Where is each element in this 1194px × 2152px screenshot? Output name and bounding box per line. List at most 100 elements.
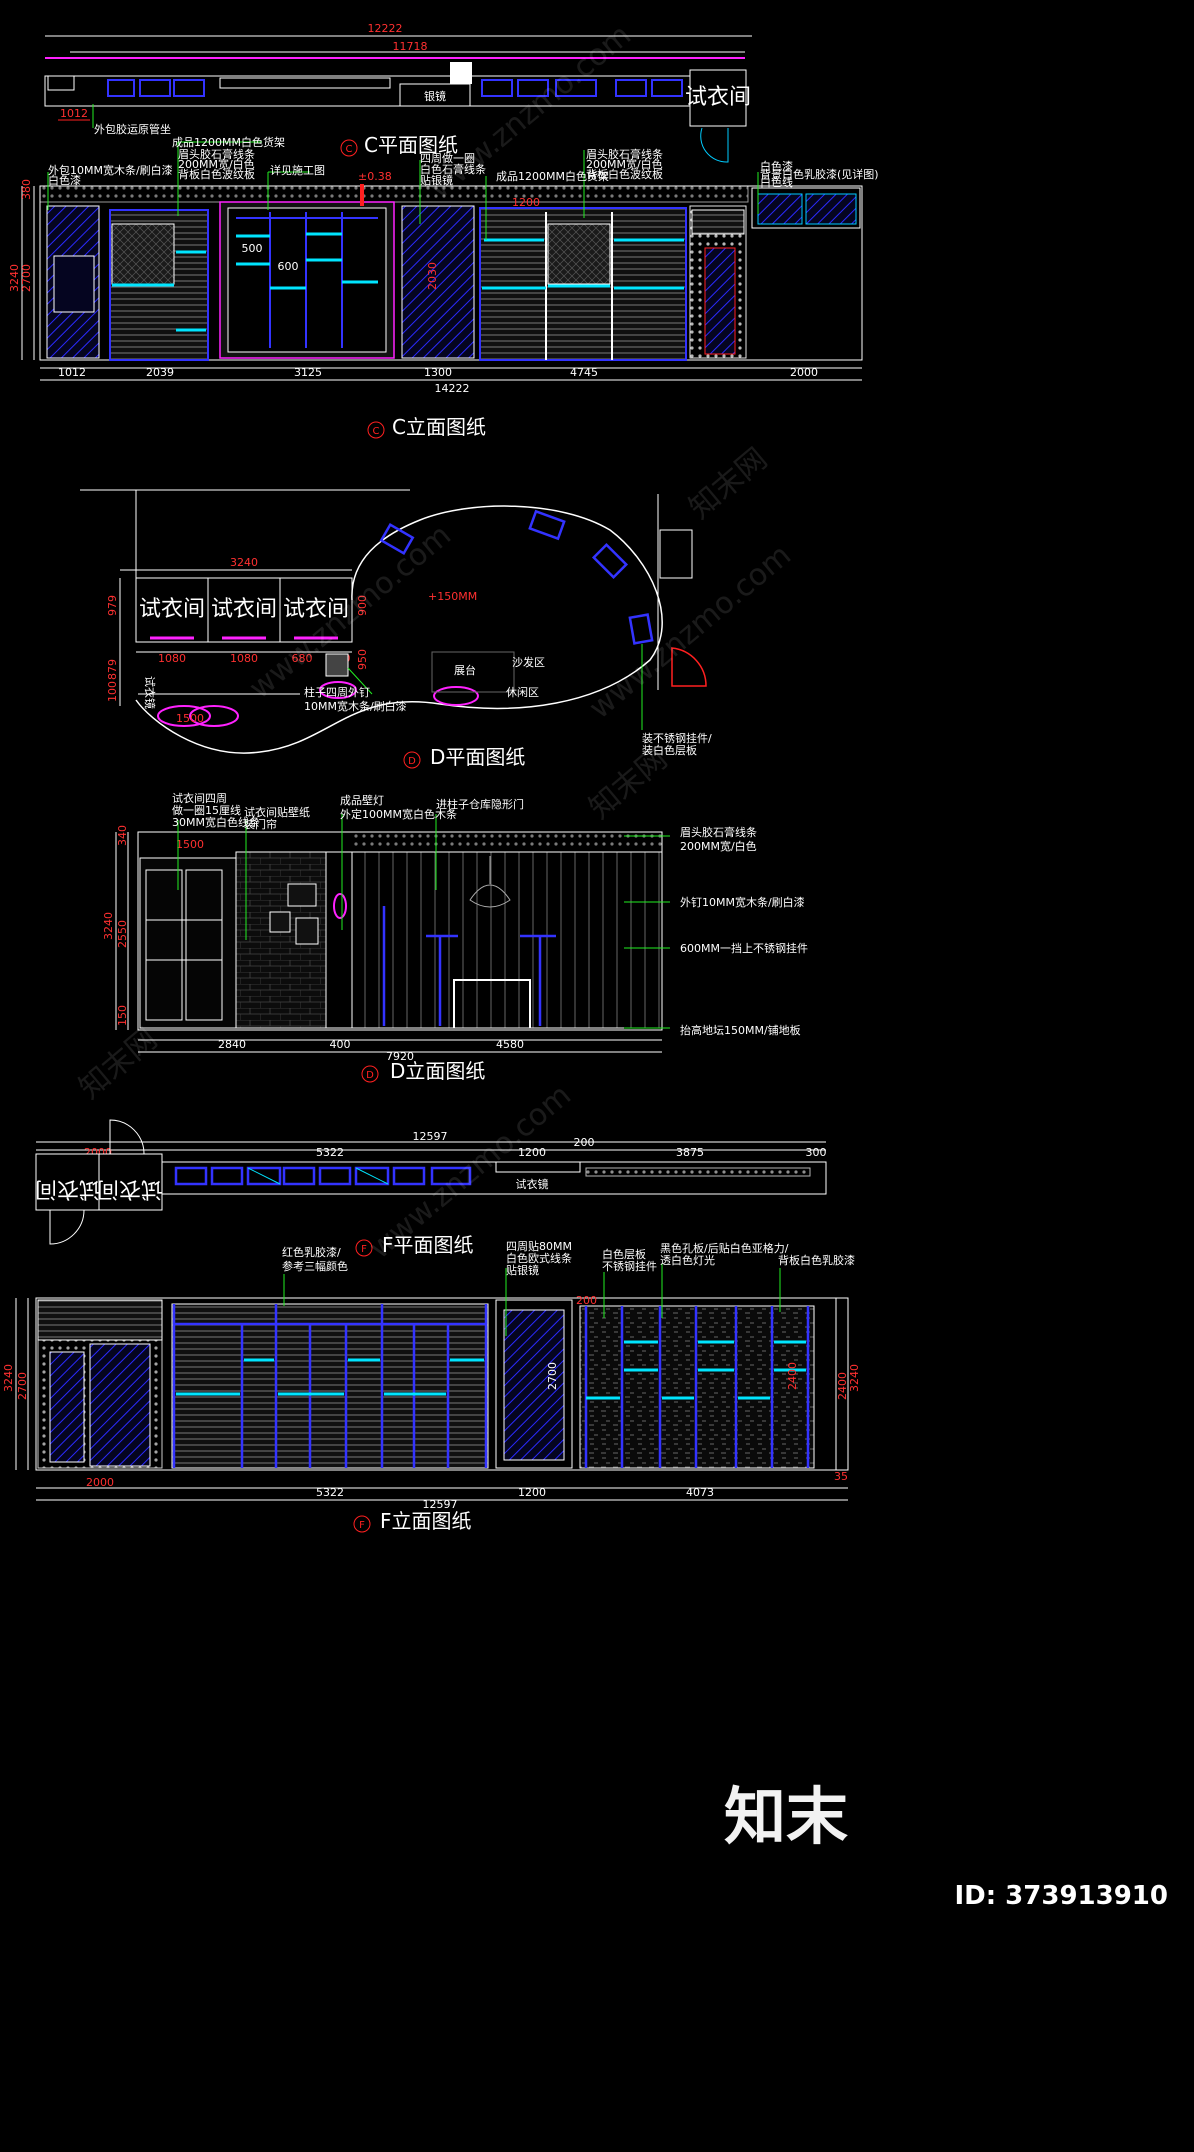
c-elev-dim-600: 600	[278, 260, 299, 273]
f-elev-seg-3: 4073	[686, 1486, 714, 1499]
d-plan-mirror: 试衣镜	[143, 676, 157, 709]
d-elev-seg-1: 400	[330, 1038, 351, 1051]
d-plan-dim-w3: 680	[292, 652, 313, 665]
f-elev-note-8: 透白色灯光	[660, 1253, 715, 1267]
f-elev-note-4: 贴银镜	[506, 1263, 539, 1277]
f-plan-dim-seg2: 5322	[316, 1146, 344, 1159]
c-elev-note-6: 白色石膏线条	[420, 162, 486, 176]
d-plan-level: +150MM	[428, 590, 477, 603]
d-elev-dim-h-total: 3240	[102, 912, 115, 940]
c-elev-note-15: 背景白色乳胶漆(见详图)	[760, 167, 879, 181]
c-elev-note-1: 眉头胶石膏线条	[178, 147, 255, 161]
f-elev-note-7: 黑色孔板/后贴白色亚格力/	[660, 1241, 789, 1255]
watermark-brand-3: 知末网	[583, 741, 674, 826]
f-elev-seg-1: 5322	[316, 1486, 344, 1499]
d-elev-note-10: 外钉10MM宽木条/刷白漆	[680, 895, 805, 909]
c-elev-note-10: 200MM宽/白色	[586, 157, 663, 171]
f-elev-dim-h-mirror: 2700	[546, 1362, 559, 1390]
f-plan-dim-seg6: 300	[806, 1146, 827, 1159]
c-elev-note-4: 详见施工图	[270, 163, 325, 177]
d-plan-room-1: 试衣间	[211, 597, 277, 622]
c-elev-dim-h-main: 2700	[20, 264, 33, 292]
c-plan-mark: C	[346, 144, 353, 155]
watermark-brand-2: 知末网	[73, 1021, 164, 1106]
c-elev-note-7: 贴银镜	[420, 173, 453, 187]
d-elev-note-0: 试衣间四周	[172, 791, 227, 805]
d-plan-dim-h1: 979	[106, 595, 119, 616]
d-plan-sofa1: 沙发区	[512, 655, 545, 669]
d-plan-dim-h2: 879	[106, 659, 119, 680]
d-plan-dim-h3: 100	[106, 681, 119, 702]
f-elev-title: F立面图纸	[380, 1509, 472, 1533]
brand-logo: 知末	[724, 1780, 848, 1853]
f-elev-seg-0: 2000	[86, 1476, 114, 1489]
c-elev-seg-1: 2039	[146, 366, 174, 379]
c-elev-dim-500: 500	[242, 242, 263, 255]
d-elev-note-9: 200MM宽/白色	[680, 839, 757, 853]
d-plan-note-2: 装不锈钢挂件/	[642, 731, 712, 745]
d-elev-seg-2: 4580	[496, 1038, 524, 1051]
d-plan-note-1: 10MM宽木条/刷白漆	[304, 699, 407, 713]
d-elev-note-11: 600MM一挡上不锈钢挂件	[680, 941, 808, 955]
f-plan-room2: 试衣间	[97, 1176, 163, 1201]
c-elev-seg-0: 1012	[58, 366, 86, 379]
watermark-brand-1: 知末网	[683, 441, 774, 526]
d-plan-dim-side: 900	[356, 595, 369, 616]
c-elev-note-5: 四周做一圈	[420, 151, 475, 165]
f-plan-dim-total: 12597	[413, 1130, 448, 1143]
f-plan-title: F平面图纸	[382, 1233, 474, 1257]
d-elevation-view: 1500 340 3240 2550 150 2840 400 4580 792…	[102, 791, 808, 1083]
f-elev-dim-h-right-2: 2400	[836, 1372, 849, 1400]
f-plan-dim-seg4: 200	[574, 1136, 595, 1149]
d-elev-dim-h-bot: 150	[116, 1005, 129, 1026]
watermark-site-3: www.znzmo.com	[583, 538, 798, 727]
d-plan-dim-mirror-w: 1500	[176, 712, 204, 725]
drawing-id: ID: 373913910	[954, 1881, 1168, 1911]
c-elev-seg-4: 4745	[570, 366, 598, 379]
d-elev-note-1: 做一圈15厘线	[172, 803, 241, 817]
c-elev-note-8: 成品1200MM白色货架	[496, 169, 609, 183]
d-elev-title: D立面图纸	[390, 1059, 485, 1083]
d-elev-mark: D	[366, 1070, 374, 1081]
c-plan-mirror-label: 银镜	[424, 89, 446, 103]
f-plan-dim-seg3: 1200	[518, 1146, 546, 1159]
c-elevation-view: 500 600 ±0.38 2030 1200 380 3240 2700	[8, 135, 879, 439]
f-plan-room1: 试衣间	[35, 1176, 101, 1201]
f-plan-dim-seg5: 3875	[676, 1146, 704, 1159]
d-plan-sofa2: 休闲区	[506, 685, 539, 699]
d-elev-seg-0: 2840	[218, 1038, 246, 1051]
c-elev-note-16: 白色线	[760, 175, 793, 189]
c-elev-title: C立面图纸	[392, 415, 486, 439]
d-elev-note-2: 30MM宽白色线条	[172, 815, 260, 829]
f-elev-note-5: 白色层板	[602, 1247, 646, 1261]
c-elev-note-0: 成品1200MM白色货架	[172, 135, 285, 149]
d-elev-dim-h-top: 340	[116, 825, 129, 846]
d-elev-note-12: 抬高地坛150MM/铺地板	[680, 1023, 801, 1037]
f-elev-note-6: 不锈钢挂件	[602, 1259, 657, 1273]
f-elev-dim-h-total-r: 3240	[848, 1364, 861, 1392]
c-elev-dim-h-total: 3240	[8, 264, 21, 292]
d-plan-dim-w2: 1080	[230, 652, 258, 665]
c-elev-note-11: 背板白色波纹板	[586, 167, 663, 181]
d-elev-note-7: 进柱子仓库隐形门	[436, 797, 524, 811]
c-plan-dim-inner: 11718	[393, 40, 428, 53]
c-plan-dim-overall: 12222	[368, 22, 403, 35]
f-plan-view: 12597 2000 5322 1200 200 3875 300 试衣间 试衣…	[35, 1119, 827, 1257]
c-elev-dim-h-top: 380	[20, 179, 33, 200]
f-plan-mark: F	[361, 1244, 367, 1255]
c-elev-note-2: 200MM宽/白色	[178, 157, 255, 171]
c-plan-title: C平面图纸	[364, 133, 458, 157]
f-elev-dim-h-right: 2400	[786, 1362, 799, 1390]
f-elev-mark: F	[359, 1520, 365, 1531]
brand-logo-text: 知末	[724, 1780, 848, 1853]
f-elev-dim-h-main: 2700	[16, 1372, 29, 1400]
d-elev-dim-h-mid: 2550	[116, 920, 129, 948]
f-elev-note-2: 四周贴80MM	[506, 1239, 572, 1253]
f-elev-note-3: 白色欧式线条	[506, 1251, 572, 1265]
c-elev-red-h: 2030	[426, 262, 439, 290]
c-elev-dim-1200: 1200	[512, 196, 540, 209]
c-elev-mark: C	[373, 426, 380, 437]
c-elev-seg-5: 2000	[790, 366, 818, 379]
f-elev-note-9: 背板白色乳胶漆	[778, 1253, 855, 1267]
d-plan-dim-w1: 1080	[158, 652, 186, 665]
